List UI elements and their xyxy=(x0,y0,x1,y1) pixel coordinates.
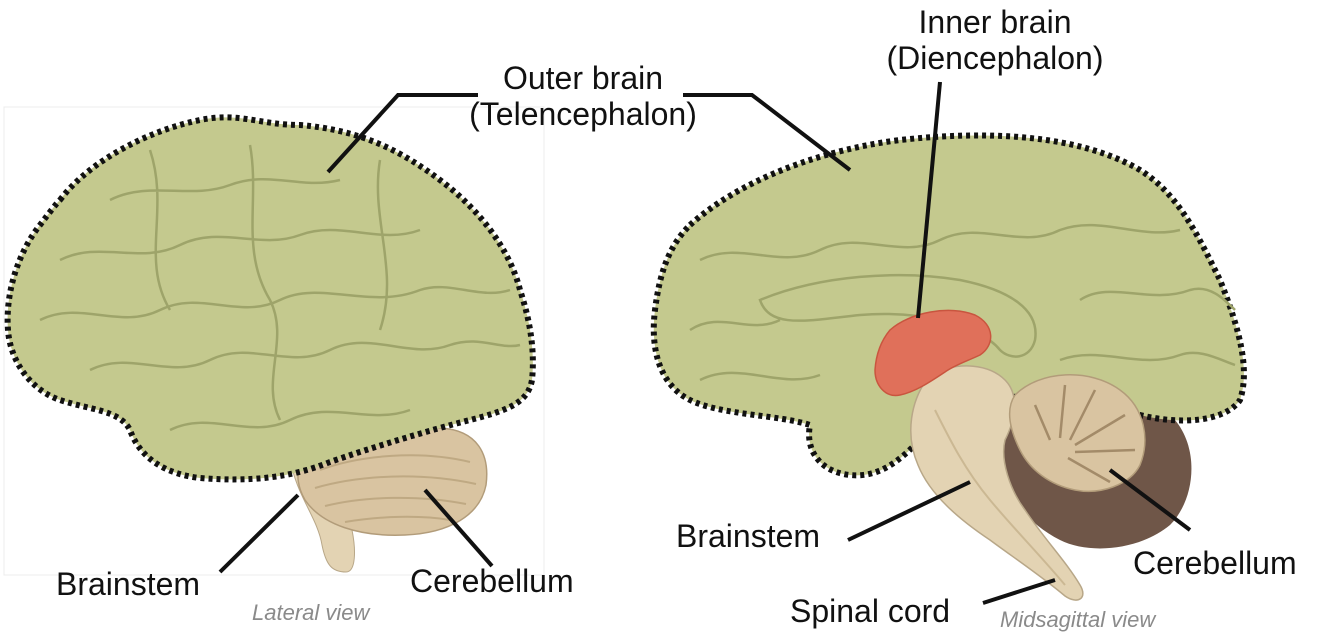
leader-cerebellum-left xyxy=(423,488,494,568)
leader-brainstem-right xyxy=(847,480,971,542)
leader-inner-brain xyxy=(916,81,942,319)
mid-diencephalon xyxy=(874,309,992,397)
label-outer-brain-line2: (Telencephalon) xyxy=(469,96,697,132)
lateral-cerebellum-folia xyxy=(314,454,477,523)
leader-cerebellum-right xyxy=(1108,468,1192,532)
leader-outer-brain-left xyxy=(326,93,478,174)
label-brainstem-right: Brainstem xyxy=(676,518,821,554)
label-cerebellum-right: Cerebellum xyxy=(1133,545,1297,581)
mid-cerebellum xyxy=(1008,374,1146,492)
view-label-lateral: Lateral view xyxy=(252,600,370,625)
mid-gyri-pattern xyxy=(689,223,1236,382)
lateral-photo-frame xyxy=(3,106,545,576)
mid-brainstem-midline xyxy=(934,409,1066,586)
label-inner-brain-line1: Inner brain xyxy=(918,4,1072,40)
view-label-midsagittal: Midsagittal view xyxy=(1000,607,1156,632)
label-spinal-cord: Spinal cord xyxy=(790,593,951,629)
label-inner-brain-line2: (Diencephalon) xyxy=(886,40,1104,76)
leader-outer-brain-right xyxy=(683,93,852,172)
leader-brainstem-left xyxy=(218,493,300,574)
mid-brainstem xyxy=(910,365,1084,601)
label-outer-brain: Outer brain (Telencephalon) xyxy=(420,60,746,132)
label-inner-brain: Inner brain (Diencephalon) xyxy=(840,4,1150,76)
label-outer-brain-line1: Outer brain xyxy=(502,60,664,96)
leader-spinal-cord xyxy=(982,578,1056,605)
lateral-gyri-pattern xyxy=(39,144,521,432)
mid-arbor-vitae xyxy=(1033,384,1136,484)
label-brainstem-left: Brainstem xyxy=(56,566,201,602)
label-cerebellum-left: Cerebellum xyxy=(410,563,574,599)
